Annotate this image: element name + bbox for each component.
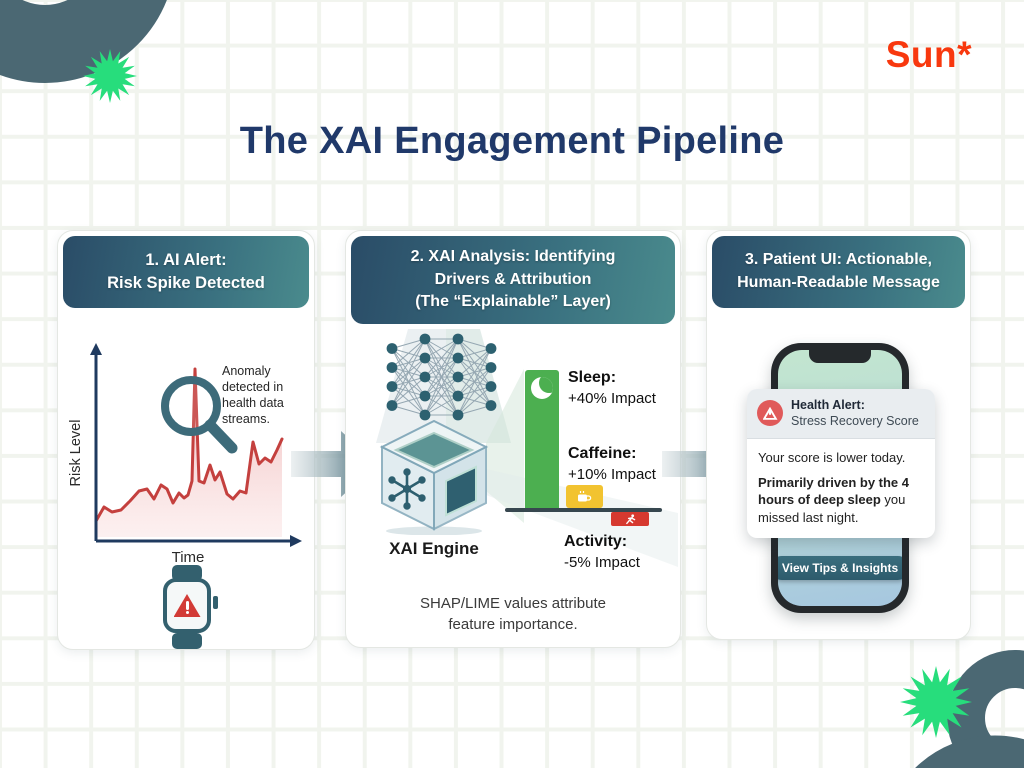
activity-bar [611, 512, 649, 526]
factor-activity: Activity: -5% Impact [564, 533, 640, 571]
smartwatch-alert-icon [163, 565, 218, 649]
neural-network-icon [386, 333, 497, 421]
moon-icon [531, 377, 553, 399]
notification-header: Health Alert: Stress Recovery Score [747, 389, 935, 439]
view-tips-button[interactable]: View Tips & Insights [778, 556, 902, 580]
anomaly-note-line2: detected in [222, 380, 283, 394]
shap-lime-caption: SHAP/LIME values attribute feature impor… [420, 595, 606, 633]
coffee-icon [578, 490, 592, 501]
bar-baseline [505, 508, 662, 512]
phone-notch [809, 350, 871, 363]
magnifier-icon [161, 376, 238, 454]
notification-subtitle: Stress Recovery Score [791, 414, 919, 429]
notification-line1: Your score is lower today. [758, 449, 906, 465]
anomaly-note-line1: Anomaly [222, 364, 271, 378]
caffeine-bar [566, 485, 603, 508]
x-axis-label: Time [172, 549, 205, 566]
anomaly-note-line4: streams. [222, 412, 270, 426]
health-alert-notification[interactable]: Health Alert: Stress Recovery Score Your… [747, 389, 935, 539]
warning-triangle-icon [173, 594, 201, 617]
notification-title: Health Alert: [791, 398, 865, 412]
page-title: The XAI Engagement Pipeline [239, 120, 785, 162]
notification-body: Your score is lower today. Primarily dri… [747, 439, 935, 539]
panel-patient-ui-header: 3. Patient UI: Actionable, Human-Readabl… [712, 236, 965, 308]
anomaly-note-line3: health data [222, 396, 284, 410]
factor-sleep: Sleep: +40% Impact [568, 369, 656, 407]
y-axis-label: Risk Level [68, 420, 84, 487]
notification-line2: Primarily driven by the 4 hours of deep … [758, 474, 910, 525]
risk-line [94, 367, 284, 523]
panel-patient-ui: 3. Patient UI: Actionable, Human-Readabl… [706, 230, 971, 640]
xai-engine-label: XAI Engine [389, 539, 479, 558]
network-asterisk-icon [388, 468, 426, 510]
sleep-bar [525, 370, 559, 508]
risk-area [96, 369, 282, 537]
y-axis-arrow [90, 343, 102, 355]
sun-logo: Sun* [885, 34, 972, 75]
runner-icon [625, 513, 635, 524]
starburst-icon [83, 49, 137, 103]
panel-xai-analysis: 2. XAI Analysis: Identifying Drivers & A… [345, 230, 681, 648]
panel-ai-alert: 1. AI Alert: Risk Spike Detected [57, 230, 315, 650]
alert-icon [757, 400, 783, 427]
x-axis-arrow [290, 535, 302, 547]
panel-xai-analysis-header: 2. XAI Analysis: Identifying Drivers & A… [351, 236, 675, 324]
risk-chart: Risk Level Time Anomaly detected in heal… [68, 343, 302, 566]
xai-engine-cube-icon [379, 419, 489, 535]
starburst-icon [900, 666, 972, 738]
factor-caffeine: Caffeine: +10% Impact [568, 445, 656, 483]
panel-ai-alert-header: 1. AI Alert: Risk Spike Detected [63, 236, 309, 308]
